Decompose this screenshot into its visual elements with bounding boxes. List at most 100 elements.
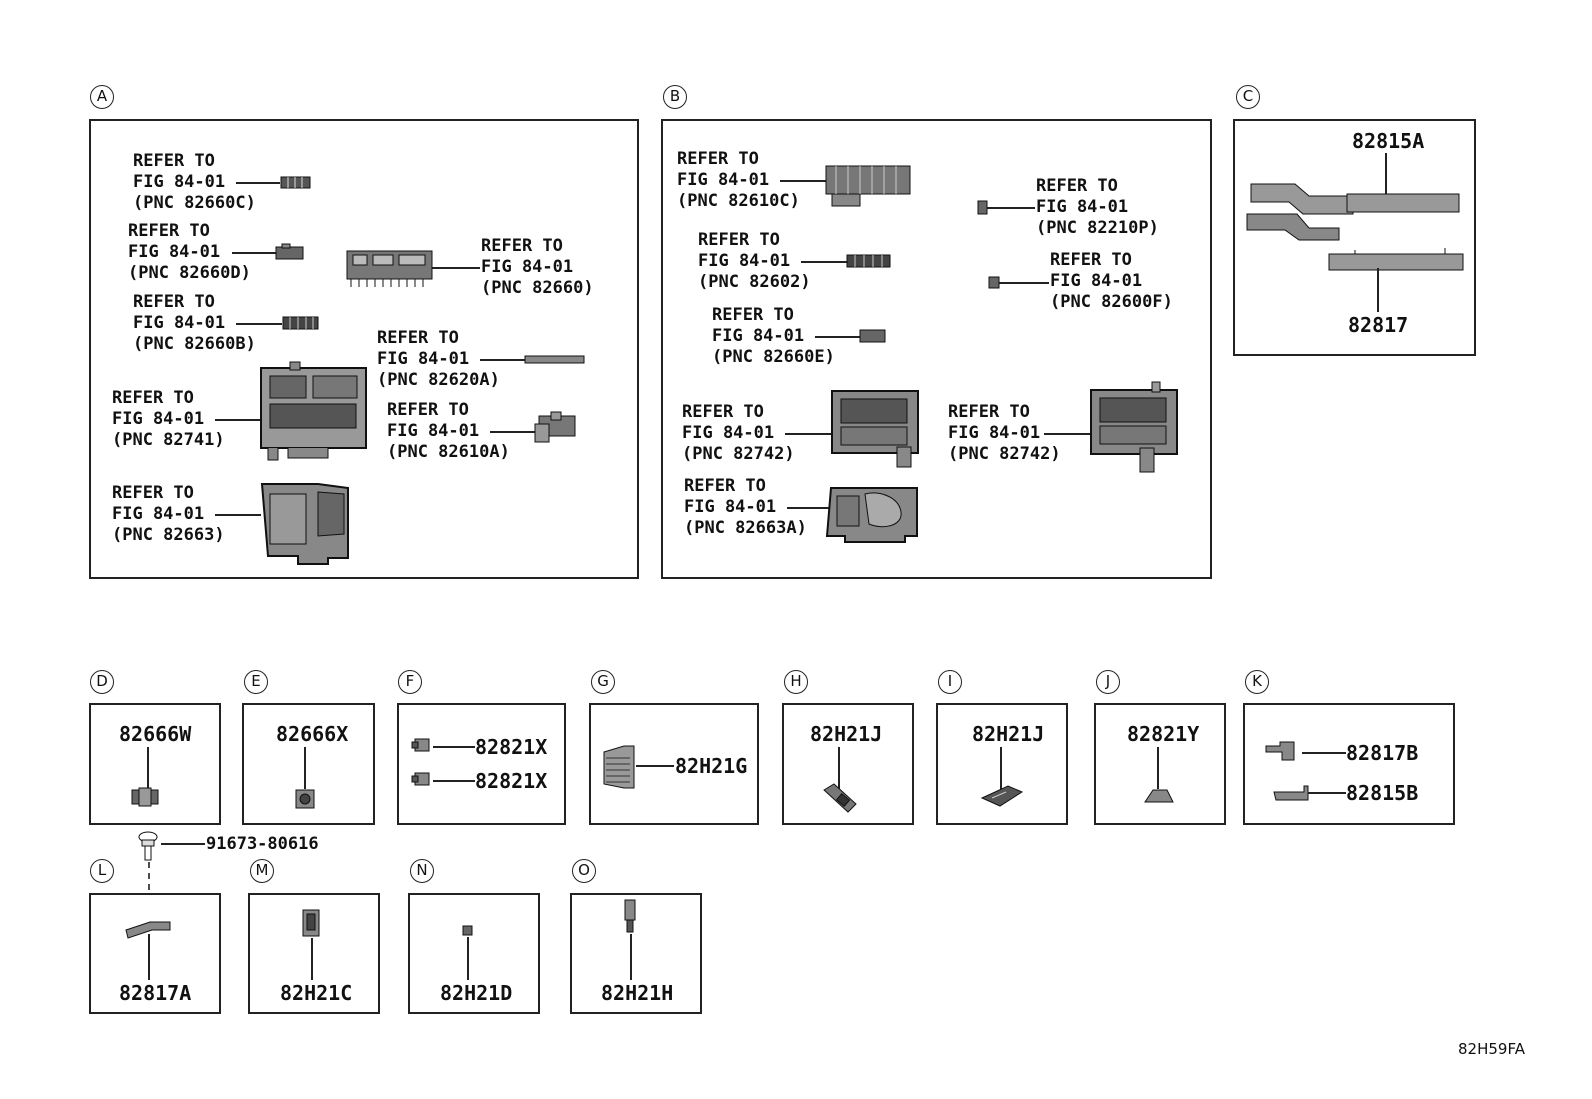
leader-line	[1000, 747, 1002, 789]
leader-line	[490, 431, 535, 433]
leader-line	[785, 433, 831, 435]
clip-82666x-icon	[293, 786, 319, 812]
section-e-badge: E	[244, 670, 268, 694]
leader-line	[161, 843, 205, 845]
leader-line	[236, 323, 282, 325]
part-number-82h21g[interactable]: 82H21G	[675, 754, 748, 778]
section-o-badge: O	[572, 859, 596, 883]
bracket-82815a-icon	[1245, 178, 1467, 274]
leader-line	[304, 747, 306, 789]
clip-82821x-1-icon	[411, 736, 435, 756]
section-a-badge: A	[90, 85, 114, 109]
section-j-panel	[1094, 703, 1226, 825]
leader-line	[232, 252, 276, 254]
part-number-82h21j-i[interactable]: 82H21J	[972, 722, 1045, 746]
section-c-panel	[1233, 119, 1476, 356]
leader-line	[1308, 792, 1346, 794]
part-number-82821x-1[interactable]: 82821X	[475, 735, 548, 759]
bolt-icon	[136, 830, 162, 864]
connector-82660d-icon	[275, 243, 305, 261]
section-b-badge: B	[663, 85, 687, 109]
section-a-panel	[89, 119, 639, 579]
holder-82h21j-h-icon	[820, 782, 860, 816]
part-number-82666w[interactable]: 82666W	[119, 722, 192, 746]
leader-line	[630, 934, 632, 980]
connector-82602-icon	[846, 253, 892, 269]
leader-line	[838, 747, 840, 789]
part-number-82821y[interactable]: 82821Y	[1127, 722, 1200, 746]
leader-line	[148, 934, 150, 980]
fuse-82600f-icon	[988, 276, 1001, 290]
section-l-panel	[89, 893, 221, 1014]
leader-line	[815, 336, 860, 338]
section-n-badge: N	[410, 859, 434, 883]
leader-line	[467, 937, 469, 980]
part-number-82h21j-h[interactable]: 82H21J	[810, 722, 883, 746]
section-j-badge: J	[1096, 670, 1120, 694]
part-number-91673-80616[interactable]: 91673-80616	[206, 834, 319, 854]
part-number-82666x[interactable]: 82666X	[276, 722, 349, 746]
bracket-82817a-icon	[124, 916, 176, 938]
part-number-82815b[interactable]: 82815B	[1346, 781, 1419, 805]
figure-code: 82H59FA	[1458, 1040, 1525, 1058]
part-number-82h21h[interactable]: 82H21H	[601, 981, 674, 1005]
part-number-82h21c[interactable]: 82H21C	[280, 981, 353, 1005]
leader-line	[1157, 747, 1159, 789]
part-number-82h21d[interactable]: 82H21D	[440, 981, 513, 1005]
leader-line	[147, 747, 149, 789]
holder-82h21j-i-icon	[980, 782, 1024, 810]
section-i-panel	[936, 703, 1068, 825]
cover-82663-icon	[258, 478, 356, 566]
leader-line	[432, 267, 480, 269]
bracket-82817b-icon	[1264, 740, 1304, 762]
leader-line	[1044, 433, 1090, 435]
section-k-panel	[1243, 703, 1455, 825]
part-number-82817b[interactable]: 82817B	[1346, 741, 1419, 765]
strip-82620a-icon	[524, 354, 586, 366]
leader-line	[433, 780, 475, 782]
cover-82h21g-icon	[600, 742, 638, 794]
leader-line	[999, 282, 1049, 284]
holder-82h21d-icon	[461, 924, 475, 938]
leader-line	[433, 746, 475, 748]
part-number-82817a[interactable]: 82817A	[119, 981, 192, 1005]
section-g-badge: G	[591, 670, 615, 694]
leader-line	[1302, 752, 1346, 754]
connector-82660b-icon	[282, 315, 320, 331]
part-number-82821x-2[interactable]: 82821X	[475, 769, 548, 793]
part-number-82817[interactable]: 82817	[1348, 313, 1409, 337]
section-f-panel	[397, 703, 566, 825]
leader-line	[1385, 153, 1387, 197]
section-n-panel	[408, 893, 540, 1014]
junction-block-82741-icon	[258, 362, 370, 464]
leader-line	[1377, 268, 1379, 312]
holder-82h21h-icon	[622, 898, 638, 936]
leader-line	[987, 207, 1035, 209]
clip-82666w-icon	[130, 786, 162, 808]
leader-line	[801, 261, 847, 263]
part-number-82815a[interactable]: 82815A	[1352, 129, 1425, 153]
section-c-badge: C	[1236, 85, 1260, 109]
leader-line	[215, 419, 261, 421]
section-f-badge: F	[398, 670, 422, 694]
clip-82821y-icon	[1142, 786, 1176, 808]
section-o-panel	[570, 893, 702, 1014]
junction-block-82742-a-icon	[829, 385, 921, 473]
leader-line	[780, 180, 826, 182]
